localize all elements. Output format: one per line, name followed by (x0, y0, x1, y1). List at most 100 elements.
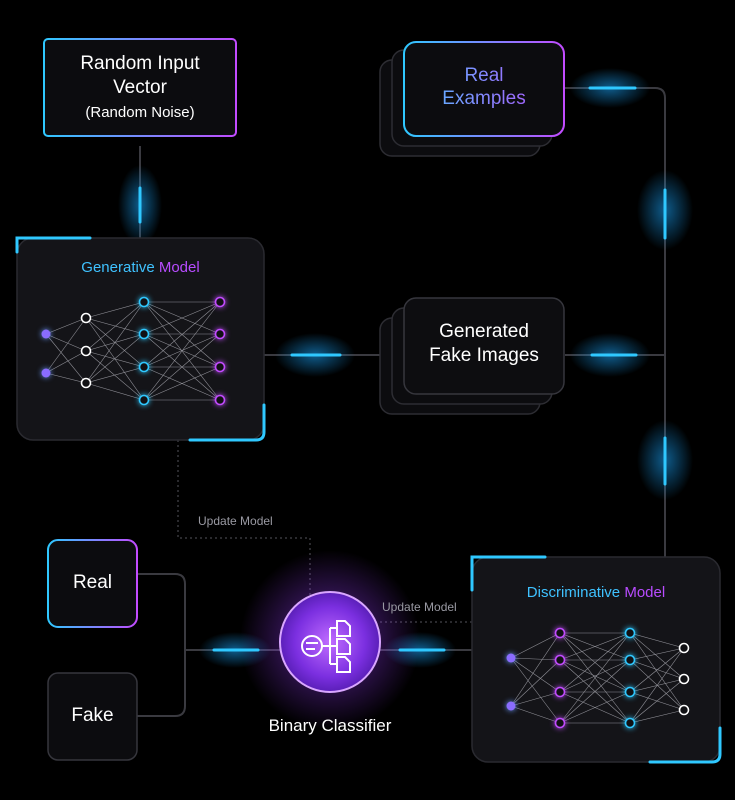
real-examples-line1: Real (404, 64, 564, 87)
discriminative-node (554, 717, 566, 729)
discriminative-edge (629, 659, 685, 680)
generated-line1: Generated (439, 321, 529, 342)
generative-edge (85, 301, 145, 384)
generative-title-part2: Model (158, 259, 200, 276)
generative-node (138, 361, 150, 373)
fake-output-border (47, 672, 138, 761)
binary-classifier-orb (279, 591, 381, 693)
generative-edge (45, 372, 87, 384)
discriminative-edge (510, 632, 561, 707)
discriminative-panel-border (471, 556, 721, 763)
generative-edge (85, 301, 145, 319)
input-box-line2: Vector (113, 77, 167, 98)
generative-node (80, 312, 92, 324)
input-box: Random Input Vector (Random Noise) (44, 52, 236, 126)
discriminative-node (678, 673, 690, 685)
discriminative-edge (510, 657, 561, 693)
generative-edge (143, 301, 221, 401)
generative-edge (143, 301, 221, 335)
discriminative-edge (629, 632, 685, 680)
generative-edge (143, 301, 221, 368)
generative-edge (85, 317, 145, 335)
discriminative-edge (629, 647, 685, 693)
generative-edge (45, 333, 87, 352)
discriminative-edge (559, 632, 631, 693)
input-box-border (43, 38, 237, 137)
discriminative-edge (559, 632, 631, 661)
discriminative-title-part2: Model (624, 584, 666, 601)
generative-edge (45, 333, 87, 384)
discriminative-edge (510, 657, 561, 724)
generated-box-border (403, 297, 565, 395)
generative-edge (143, 333, 221, 401)
generative-edge (85, 350, 145, 368)
discriminative-edge (629, 632, 685, 649)
generative-node (138, 394, 150, 406)
generative-node (138, 328, 150, 340)
output-real: Real (72, 572, 113, 593)
generative-node (80, 345, 92, 357)
generative-node (138, 296, 150, 308)
discriminative-edge (510, 659, 561, 707)
input-box-line3: (Random Noise) (85, 104, 195, 121)
decision-tree-icon (301, 620, 351, 673)
generative-edge (85, 366, 145, 384)
discriminative-edge (559, 659, 631, 724)
discriminative-edge (510, 705, 561, 724)
generative-edge (85, 382, 145, 401)
generative-node (214, 361, 226, 373)
real-output-border (47, 539, 138, 628)
discriminative-node (554, 654, 566, 666)
generative-node (214, 328, 226, 340)
discriminative-node (678, 704, 690, 716)
discriminative-edge (629, 709, 685, 724)
discriminative-edge (559, 659, 631, 693)
generative-edge (143, 366, 221, 401)
generative-edge (85, 301, 145, 352)
connector-highlights (138, 86, 667, 652)
generative-node (41, 329, 51, 339)
discriminative-title: Discriminative Model (472, 584, 720, 601)
real-examples-line2: Examples (404, 87, 564, 110)
discriminative-title-part1: Discriminative (526, 584, 621, 601)
discriminative-edge (510, 632, 561, 659)
generative-edge (45, 350, 87, 374)
discriminative-node (624, 627, 636, 639)
real-examples-border (403, 41, 565, 137)
discriminative-node (554, 686, 566, 698)
discriminative-edge (629, 632, 685, 711)
update-model-left: Update Model (198, 514, 273, 528)
discriminative-edge (510, 657, 561, 661)
generative-title-part1: Generative (81, 259, 155, 276)
discriminative-network (506, 627, 690, 729)
discriminative-node (554, 627, 566, 639)
panel-accents (15, 236, 722, 764)
generative-title: Generative Model (17, 259, 264, 276)
discriminative-edge (559, 691, 631, 724)
generated-box: Generated Fake Images (404, 320, 564, 368)
generative-node (214, 296, 226, 308)
discriminative-edge (629, 678, 685, 724)
generative-edge (85, 333, 145, 384)
generative-node (41, 368, 51, 378)
discriminative-node (624, 717, 636, 729)
real-examples-box: Real Examples (404, 64, 564, 110)
discriminative-edge (559, 632, 631, 724)
binary-classifier-label: Binary Classifier (268, 716, 392, 735)
discriminative-node (506, 653, 516, 663)
discriminative-edge (510, 691, 561, 707)
discriminative-node (624, 686, 636, 698)
generative-node (80, 377, 92, 389)
generative-panel-border (16, 237, 265, 441)
discriminative-edge (629, 647, 685, 661)
discriminative-node (624, 654, 636, 666)
generative-edge (143, 333, 221, 368)
input-box-line1: Random Input (80, 53, 200, 74)
discriminative-node (678, 642, 690, 654)
generated-line2: Fake Images (429, 345, 539, 366)
generative-edge (85, 350, 145, 401)
discriminative-edge (629, 647, 685, 724)
output-fake: Fake (71, 705, 114, 726)
update-model-right: Update Model (382, 600, 457, 614)
